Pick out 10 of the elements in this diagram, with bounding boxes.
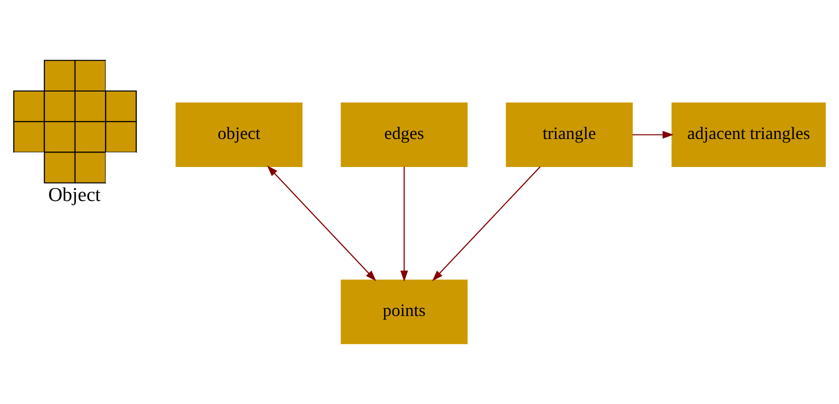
node-box: edges — [340, 102, 468, 167]
node-label: Object — [48, 184, 101, 206]
node-box: points — [340, 280, 468, 344]
node-box: triangle — [506, 102, 633, 167]
arrow — [632, 130, 674, 139]
node-box: object — [176, 102, 302, 167]
node-box: adjacent triangles — [672, 102, 826, 167]
arrow — [400, 166, 408, 282]
arrow — [432, 166, 541, 282]
arrow — [267, 166, 376, 282]
